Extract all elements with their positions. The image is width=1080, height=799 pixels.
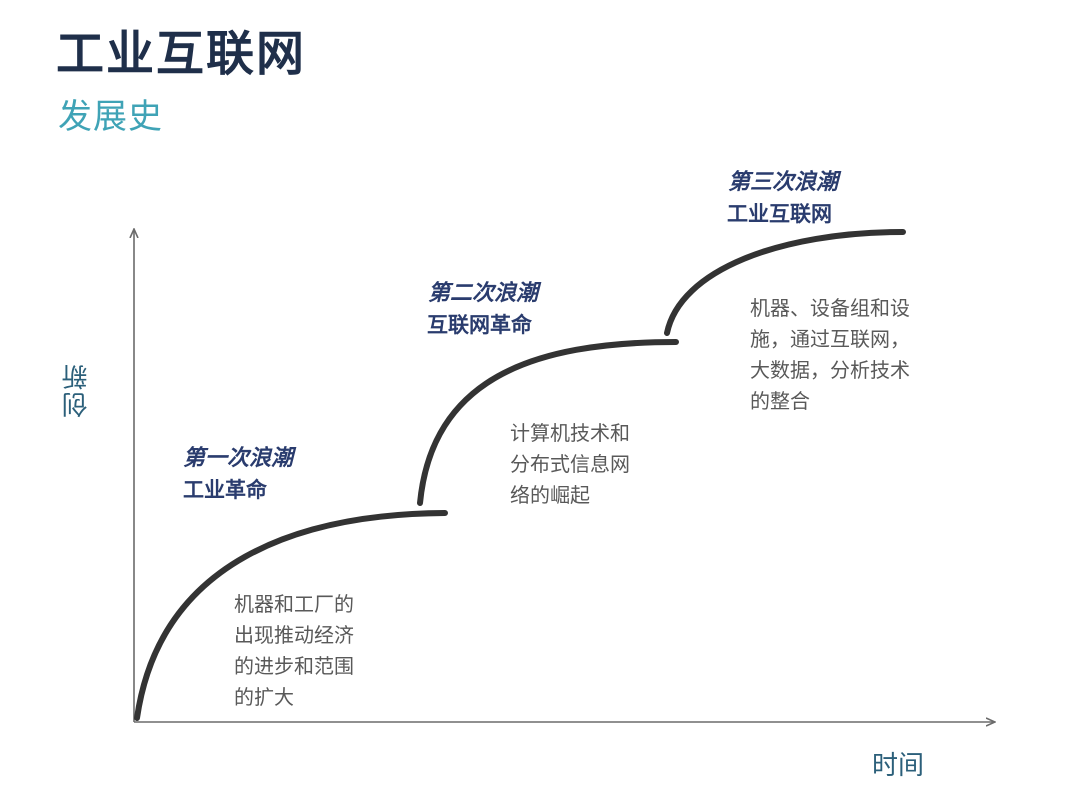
wave-curve-1 (134, 510, 448, 721)
x-axis-label: 时间 (872, 751, 925, 781)
wave-2-description-line: 分布式信息网 (510, 452, 630, 476)
wave-3-description-line: 大数据，分析技术 (750, 358, 910, 382)
wave-1-description-line: 的进步和范围 (234, 654, 354, 678)
wave-2-description-line: 络的崛起 (510, 483, 590, 507)
wave-curve-3 (664, 229, 906, 336)
wave-2-description-line: 计算机技术和 (510, 421, 630, 445)
wave-2-name: 互联网革命 (427, 313, 532, 337)
wave-3-description-line: 的整合 (750, 389, 810, 413)
wave-3-title: 第三次浪潮 (728, 170, 839, 195)
wave-1-description-line: 机器和工厂的 (234, 592, 354, 616)
wave-2-description: 计算机技术和 分布式信息网 络的崛起 (510, 418, 630, 511)
wave-1-description-line: 的扩大 (234, 685, 294, 709)
wave-3-description-line: 施，通过互联网， (750, 327, 910, 351)
page-title: 工业互联网 (56, 26, 307, 82)
y-axis-label: 创新 (62, 362, 92, 418)
wave-1-description: 机器和工厂的 出现推动经济 的进步和范围 的扩大 (234, 589, 354, 713)
wave-1-title: 第一次浪潮 (183, 446, 294, 471)
wave-3-description: 机器、设备组和设 施，通过互联网， 大数据，分析技术 的整合 (750, 293, 910, 417)
wave-3-description-line: 机器、设备组和设 (750, 296, 910, 320)
wave-1-description-line: 出现推动经济 (234, 623, 354, 647)
wave-curve-2 (417, 339, 679, 506)
wave-1-name: 工业革命 (183, 478, 267, 502)
page-subtitle: 发展史 (58, 97, 163, 137)
wave-3-name: 工业互联网 (727, 202, 832, 226)
wave-2-title: 第二次浪潮 (428, 281, 539, 306)
